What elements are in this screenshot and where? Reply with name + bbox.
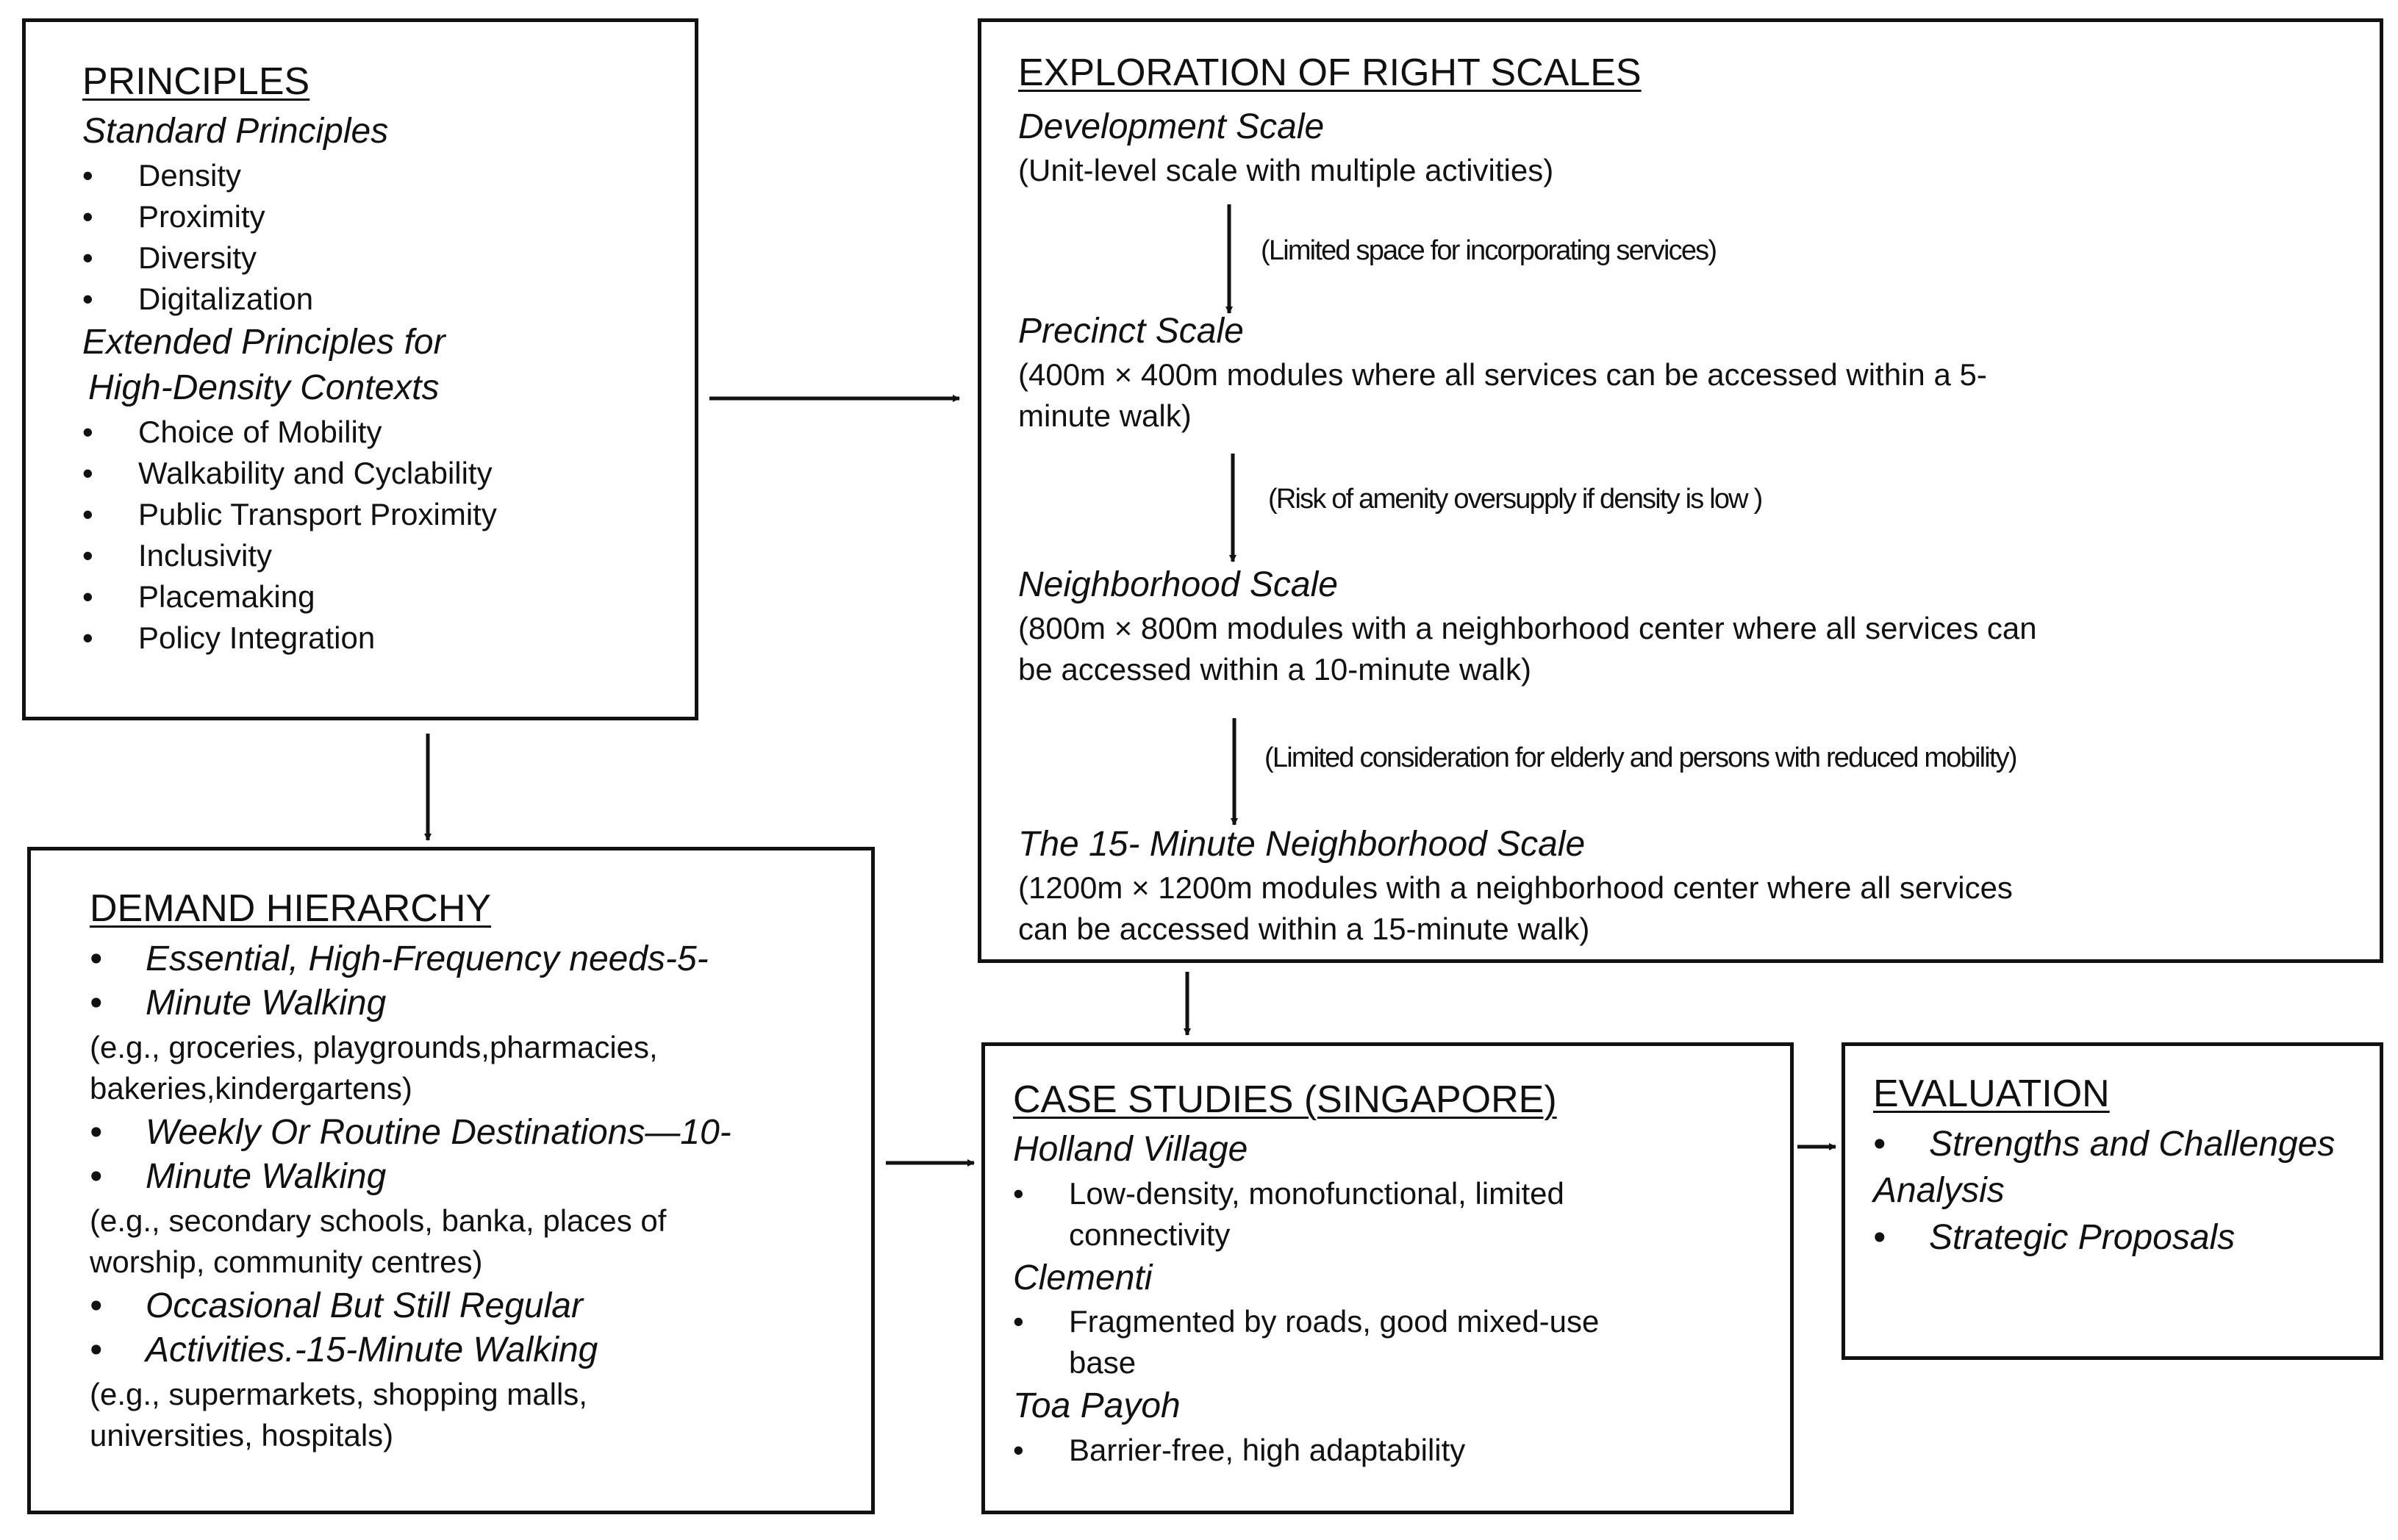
- case-study-finding: Low-density, monofunctional, limited: [1013, 1173, 1790, 1214]
- fifteen-minute-scale-desc: (1200m × 1200m modules with a neighborho…: [1018, 870, 2013, 906]
- transition-note: (Risk of amenity oversupply if density i…: [1268, 484, 1763, 515]
- precinct-scale-desc: (400m × 400m modules where all services …: [1018, 357, 1987, 393]
- principle-item: Policy Integration: [82, 617, 695, 659]
- case-study-name: Holland Village: [1013, 1130, 1248, 1170]
- demand-tier-cont: Minute Walking: [90, 1153, 871, 1200]
- demand-examples: (e.g., secondary schools, banka, places …: [90, 1203, 667, 1239]
- evaluation-box: EVALUATION Strengths and Challenges Anal…: [1842, 1042, 2383, 1360]
- neighborhood-scale-desc-cont: be accessed within a 10-minute walk): [1018, 652, 1532, 687]
- precinct-scale-name: Precinct Scale: [1018, 312, 1244, 351]
- case-study-name: Toa Payoh: [1013, 1386, 1181, 1426]
- scales-title: EXPLORATION OF RIGHT SCALES: [1018, 51, 1642, 94]
- case-study-name: Clementi: [1013, 1258, 1153, 1297]
- demand-hierarchy-title: DEMAND HIERARCHY: [90, 887, 492, 930]
- principle-item: Choice of Mobility: [82, 412, 695, 453]
- extended-principles-heading: Extended Principles for: [82, 322, 445, 362]
- demand-examples-cont: universities, hospitals): [90, 1418, 394, 1453]
- demand-examples-cont: bakeries,kindergartens): [90, 1071, 412, 1106]
- demand-tier: Essential, High-Frequency needs-5-: [90, 936, 871, 983]
- precinct-scale-desc-cont: minute walk): [1018, 398, 1192, 434]
- case-studies-box: CASE STUDIES (SINGAPORE) Holland Village…: [981, 1042, 1794, 1514]
- principles-box: PRINCIPLES Standard Principles Density P…: [22, 18, 698, 720]
- demand-examples-cont: worship, community centres): [90, 1244, 483, 1280]
- fifteen-minute-scale-desc-cont: can be accessed within a 15-minute walk): [1018, 912, 1590, 947]
- case-study-finding: Fragmented by roads, good mixed-use: [1013, 1301, 1790, 1342]
- demand-tier: Occasional But Still Regular: [90, 1283, 871, 1330]
- principle-item: Inclusivity: [82, 535, 695, 576]
- demand-examples: (e.g., supermarkets, shopping malls,: [90, 1377, 587, 1412]
- standard-principles-heading: Standard Principles: [82, 112, 389, 151]
- demand-tier: Weekly Or Routine Destinations—10-: [90, 1109, 871, 1156]
- demand-tier-cont: Activities.-15-Minute Walking: [90, 1327, 871, 1374]
- principle-item: Density: [82, 155, 695, 196]
- principles-title: PRINCIPLES: [82, 60, 310, 103]
- transition-note: (Limited consideration for elderly and p…: [1264, 742, 2017, 773]
- principle-item: Public Transport Proximity: [82, 494, 695, 535]
- neighborhood-scale-name: Neighborhood Scale: [1018, 565, 1338, 604]
- case-study-finding: Barrier-free, high adaptability: [1013, 1430, 1790, 1471]
- case-study-finding-cont: base: [1069, 1345, 1137, 1380]
- evaluation-title: EVALUATION: [1873, 1072, 2110, 1115]
- evaluation-item: Strengths and Challenges: [1873, 1121, 2380, 1168]
- development-scale-name: Development Scale: [1018, 107, 1325, 146]
- fifteen-minute-scale-name: The 15- Minute Neighborhood Scale: [1018, 825, 1586, 864]
- demand-examples: (e.g., groceries, playgrounds,pharmacies…: [90, 1030, 658, 1065]
- principle-item: Placemaking: [82, 576, 695, 617]
- demand-tier-cont: Minute Walking: [90, 980, 871, 1027]
- extended-principles-heading-cont: High-Density Contexts: [88, 368, 440, 408]
- principle-item: Diversity: [82, 237, 695, 279]
- principle-item: Proximity: [82, 196, 695, 237]
- scales-box: EXPLORATION OF RIGHT SCALES Development …: [978, 18, 2383, 963]
- evaluation-item-cont: Analysis: [1873, 1171, 2005, 1211]
- evaluation-item: Strategic Proposals: [1873, 1214, 2380, 1261]
- development-scale-desc: (Unit-level scale with multiple activiti…: [1018, 153, 1554, 188]
- case-studies-title: CASE STUDIES (SINGAPORE): [1013, 1078, 1557, 1121]
- transition-note: (Limited space for incorporating service…: [1261, 235, 1717, 266]
- principle-item: Walkability and Cyclability: [82, 453, 695, 494]
- neighborhood-scale-desc: (800m × 800m modules with a neighborhood…: [1018, 611, 2037, 646]
- demand-hierarchy-box: DEMAND HIERARCHY Essential, High-Frequen…: [27, 847, 875, 1514]
- case-study-finding-cont: connectivity: [1069, 1217, 1231, 1252]
- principle-item: Digitalization: [82, 279, 695, 320]
